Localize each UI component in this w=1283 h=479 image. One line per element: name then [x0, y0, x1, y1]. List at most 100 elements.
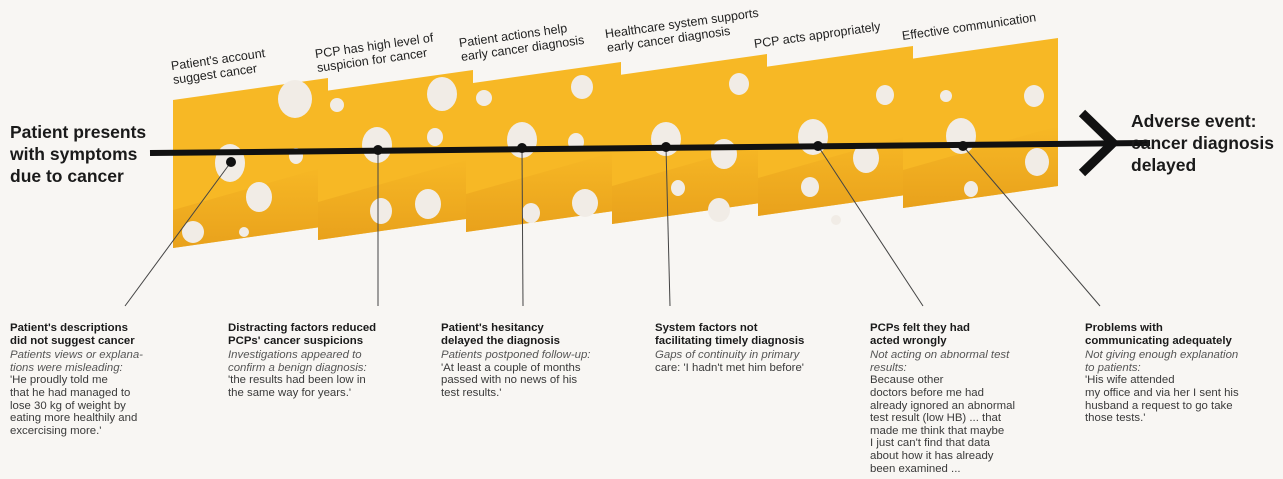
callout-dot — [958, 141, 968, 151]
finding-detail: Patients views or explana-tions were mis… — [10, 349, 143, 437]
cheese-hole — [476, 90, 492, 106]
finding-quote-line: made me think that maybe — [870, 424, 1005, 437]
finding-heading-line: communicating adequately — [1085, 334, 1232, 347]
finding-theme: Gaps of continuity in primary — [655, 349, 804, 362]
cheese-slice — [903, 38, 1058, 208]
start-label: Patient presents with symptoms due to ca… — [10, 121, 146, 187]
finding-theme-line: Investigations appeared to — [228, 349, 362, 362]
finding-theme-line: Not giving enough explanation — [1085, 349, 1239, 362]
finding-theme-line: tions were misleading: — [10, 361, 123, 374]
finding-quote-line: that he had managed to — [10, 386, 131, 399]
finding-quote-line: 'the results had been low in — [228, 374, 366, 387]
cheese-hole — [1025, 148, 1049, 176]
start-label-line: with symptoms — [10, 144, 138, 164]
finding-quote-line: care: 'I hadn't met him before' — [655, 361, 804, 374]
cheese-hole — [729, 73, 749, 95]
cheese-hole — [370, 198, 392, 224]
finding-theme: Patients views or explana-tions were mis… — [10, 349, 143, 374]
finding-quote-line: excercising more.' — [10, 424, 102, 437]
finding-quote-line: 'He proudly told me — [10, 374, 108, 387]
finding-detail: Patients postponed follow-up:'At least a… — [441, 349, 590, 399]
cheese-hole — [798, 119, 828, 155]
cheese-hole — [711, 139, 737, 169]
cheese-hole — [876, 85, 894, 105]
cheese-hole — [671, 180, 685, 196]
finding-quote-line: test result (low HB) ... that — [870, 412, 1002, 425]
finding-quote-line: been examined ... — [870, 462, 961, 475]
finding-quote-line: those tests.' — [1085, 412, 1146, 425]
cheese-slice-shadow — [318, 158, 473, 240]
cheese-hole — [572, 189, 598, 217]
end-label-line: delayed — [1131, 155, 1197, 175]
cheese-hole — [415, 189, 441, 219]
callout-dot — [517, 143, 527, 153]
cheese-hole — [427, 128, 443, 146]
cheese-hole — [362, 127, 392, 163]
finding-quote-line: doctors before me had — [870, 386, 984, 399]
finding-theme-line: Patients postponed follow-up: — [441, 349, 591, 362]
finding-theme-line: Patients views or explana- — [10, 349, 143, 362]
cheese-hole — [831, 215, 841, 225]
finding-theme-line: Gaps of continuity in primary — [655, 349, 800, 362]
cheese-hole — [246, 182, 272, 212]
finding-quote-line: already ignored an abnormal — [870, 399, 1016, 412]
cheese-hole — [278, 80, 312, 118]
finding-theme-line: to patients: — [1085, 361, 1141, 374]
cheese-hole — [522, 203, 540, 223]
callout-line — [817, 145, 924, 307]
cheese-hole — [427, 77, 457, 111]
end-label-line: Adverse event: — [1131, 111, 1257, 131]
finding-quote-line: my office and via her I sent his — [1085, 386, 1239, 399]
finding-quote-line: eating more healthily and — [10, 412, 138, 425]
finding-quote-line: 'His wife attended — [1085, 374, 1175, 387]
finding-heading-line: PCPs' cancer suspicions — [228, 334, 364, 347]
hazard-arrowhead — [1078, 109, 1120, 177]
cheese-hole — [708, 198, 730, 222]
finding-quote-line: Because other — [870, 374, 944, 387]
start-label-line: due to cancer — [10, 166, 124, 186]
end-label: Adverse event: cancer diagnosis delayed — [1131, 110, 1274, 176]
callout-line — [962, 145, 1101, 307]
finding-quote-line: about how it has already — [870, 449, 994, 462]
end-label-line: cancer diagnosis — [1131, 133, 1274, 153]
finding-quote-line: passed with no news of his — [441, 374, 578, 387]
finding-theme: Patients postponed follow-up: — [441, 349, 590, 362]
cheese-hole — [1024, 85, 1044, 107]
finding-theme-line: results: — [870, 361, 907, 374]
cheese-hole — [571, 75, 593, 99]
callout-dot — [813, 141, 823, 151]
cheese-hole — [182, 221, 204, 243]
finding-quote-line: I just can't find that data — [870, 437, 990, 450]
cheese-slice — [758, 46, 913, 225]
cheese-slice — [612, 54, 767, 224]
callout-dot — [226, 157, 236, 167]
finding-heading-line: acted wrongly — [870, 334, 947, 347]
callout-line — [665, 146, 671, 307]
start-label-line: Patient presents — [10, 122, 147, 142]
finding-heading-line: Patient's descriptions — [10, 322, 128, 334]
cheese-hole — [940, 90, 952, 102]
finding-heading-line: Distracting factors reduced — [228, 322, 377, 334]
finding-heading-line: facilitating timely diagnosis — [655, 334, 805, 347]
cheese-hole — [330, 98, 344, 112]
finding-quote-line: lose 30 kg of weight by — [10, 399, 126, 412]
